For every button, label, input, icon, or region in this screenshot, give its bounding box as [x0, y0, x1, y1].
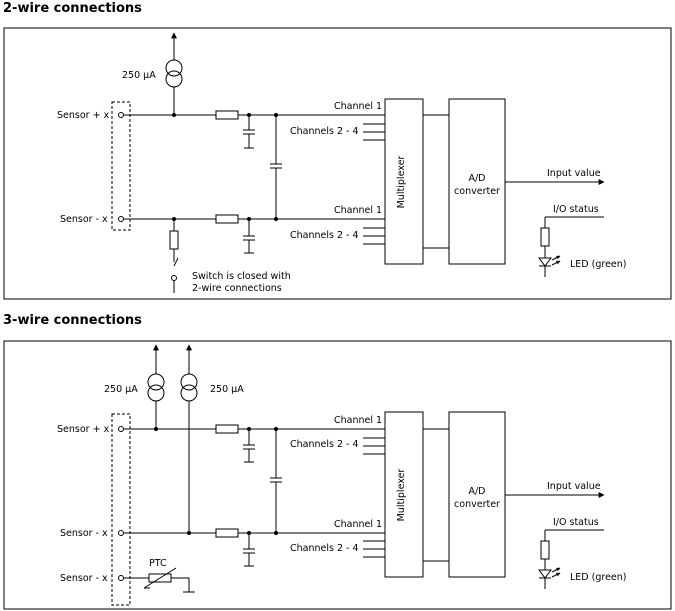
- resistor: [215, 528, 239, 538]
- terminal-block: [111, 101, 131, 231]
- terminal-sensor-plus: [118, 426, 124, 432]
- led-icon: [538, 257, 552, 267]
- led-icon: [538, 569, 552, 579]
- sensor-plus-line: [124, 424, 385, 533]
- multiplexer-label: Multiplexer: [396, 469, 407, 522]
- multiplexer-block: [384, 98, 424, 265]
- ad-label-line1: A/D: [468, 486, 485, 497]
- input-value-label: Input value: [547, 168, 601, 179]
- terminal-sensor-plus: [118, 112, 124, 118]
- diagram-2-wire: 250 µA Sensor + x Sensor - x: [3, 27, 672, 300]
- frame-3-wire: [3, 340, 672, 610]
- sensor-plus-label: Sensor + x: [57, 110, 110, 121]
- io-status-led: [538, 529, 604, 589]
- switch: [173, 257, 179, 267]
- io-status-led: [538, 216, 604, 277]
- sensor-minus-1-label: Sensor - x: [60, 528, 108, 539]
- sensor-minus-line: [124, 214, 385, 293]
- sensor-minus-2-label: Sensor - x: [60, 573, 108, 584]
- sensor-plus-line: [124, 110, 385, 219]
- ad-label-line2: converter: [454, 499, 500, 510]
- sensor-minus-line: [124, 528, 385, 567]
- ptc-label: PTC: [149, 558, 167, 569]
- ptc-thermistor: [124, 567, 195, 593]
- terminal-block: [111, 413, 131, 606]
- channels-top-label: Channels 2 - 4: [290, 126, 359, 137]
- terminal-sensor-minus: [118, 216, 124, 222]
- led-label: LED (green): [570, 572, 626, 583]
- channels-bottom-label: Channels 2 - 4: [290, 543, 359, 554]
- sensor-minus-label: Sensor - x: [60, 214, 108, 225]
- channels-top-label: Channels 2 - 4: [290, 439, 359, 450]
- heading-2-wire: 2-wire connections: [3, 1, 142, 16]
- current-source-left-label: 250 µA: [104, 384, 138, 395]
- ad-label-line1: A/D: [468, 173, 485, 184]
- multiplexer-block: [384, 411, 424, 578]
- resistor: [215, 110, 239, 120]
- channel1-top-label: Channel 1: [334, 415, 382, 426]
- current-source-right-label: 250 µA: [210, 384, 244, 395]
- channel-input-lines: [363, 123, 385, 245]
- current-source-left: [147, 344, 165, 429]
- channel-input-lines: [363, 437, 385, 558]
- current-source-label: 250 µA: [122, 70, 156, 81]
- switch-note-line2: 2-wire connections: [192, 283, 282, 294]
- input-value-label: Input value: [547, 481, 601, 492]
- resistor: [169, 230, 179, 250]
- switch-note-line1: Switch is closed with: [192, 271, 291, 282]
- diagram-3-wire: 250 µA 250 µA Sensor + x Sensor - x Sens…: [3, 340, 672, 610]
- io-status-label: I/O status: [553, 517, 599, 528]
- sensor-plus-label: Sensor + x: [57, 424, 110, 435]
- channel1-bottom-label: Channel 1: [334, 519, 382, 530]
- resistor: [215, 214, 239, 224]
- io-status-label: I/O status: [553, 204, 599, 215]
- channel1-top-label: Channel 1: [334, 101, 382, 112]
- ad-label-line2: converter: [454, 186, 500, 197]
- channels-bottom-label: Channels 2 - 4: [290, 230, 359, 241]
- channel1-bottom-label: Channel 1: [334, 205, 382, 216]
- heading-3-wire: 3-wire connections: [3, 313, 142, 328]
- led-label: LED (green): [570, 259, 626, 270]
- terminal-sensor-minus-2: [118, 575, 124, 581]
- current-source: [165, 32, 183, 115]
- current-source-right: [180, 344, 198, 533]
- resistor: [215, 424, 239, 434]
- multiplexer-label: Multiplexer: [396, 156, 407, 209]
- terminal-sensor-minus-1: [118, 530, 124, 536]
- frame-2-wire: [3, 27, 672, 300]
